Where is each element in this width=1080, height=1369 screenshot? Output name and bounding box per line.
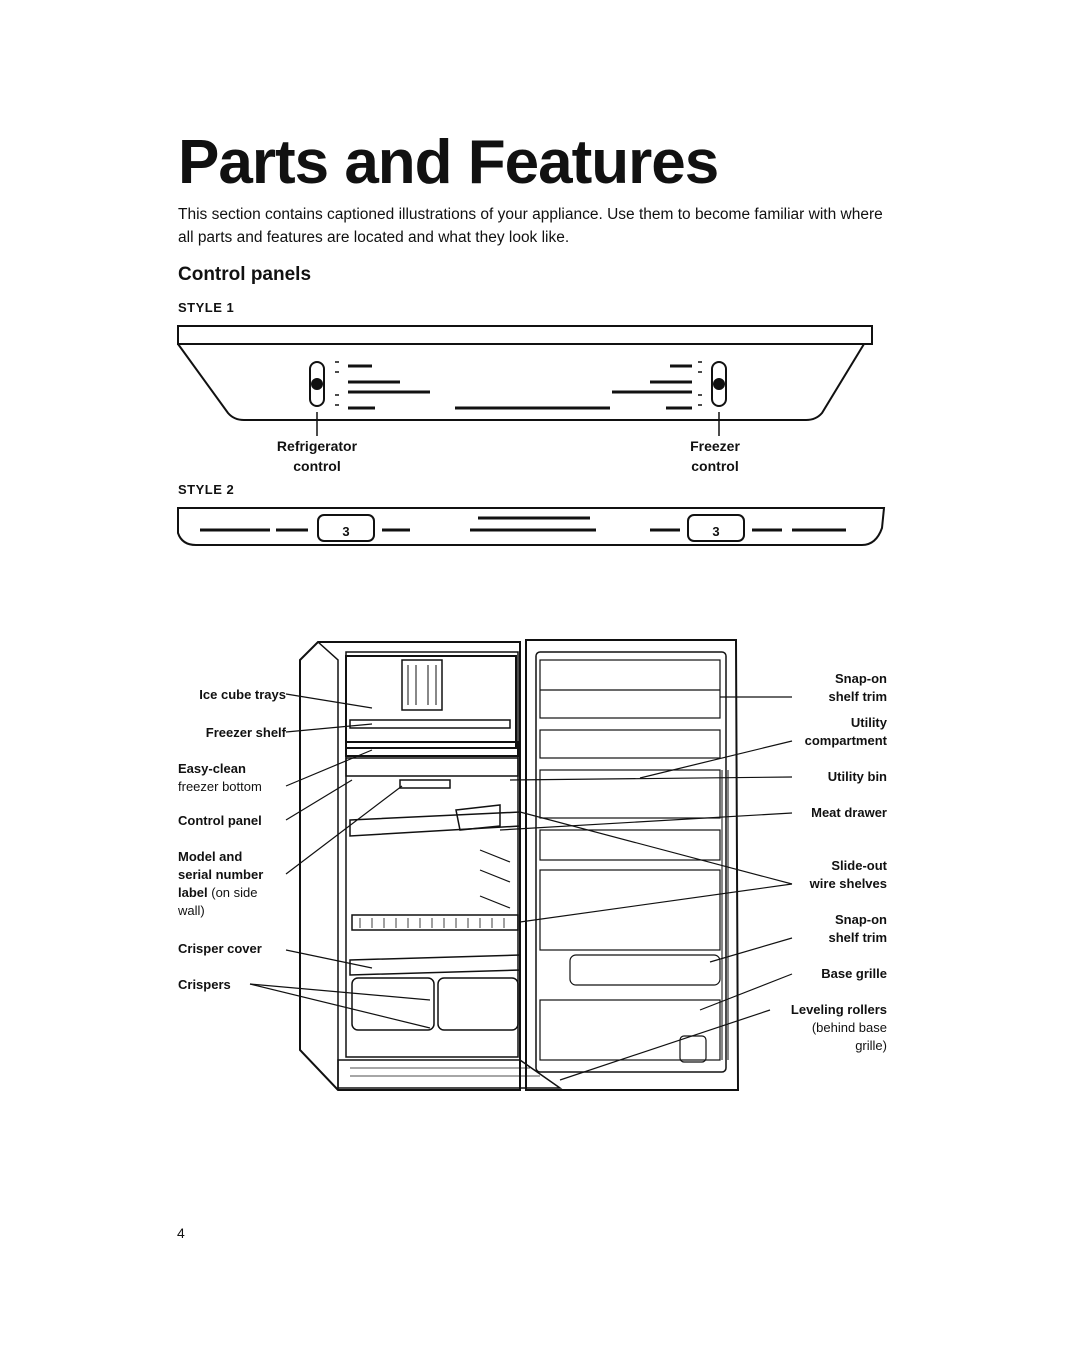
model-serial-callout: Model and serial number label (on side w… — [178, 849, 264, 918]
freezer-control-label: Freezer control — [690, 438, 740, 474]
style2-control-panel — [177, 507, 886, 546]
page-title: Parts and Features — [178, 128, 719, 197]
style2-freezer-dial-value: 3 — [712, 524, 719, 539]
control-panel-callout: Control panel — [178, 813, 262, 828]
page-number: 4 — [177, 1225, 185, 1241]
style1-label: STYLE 1 — [178, 300, 235, 315]
easy-clean-callout: Easy-clean freezer bottom — [178, 761, 262, 794]
style2-refrigerator-dial-value: 3 — [342, 524, 349, 539]
intro-paragraph: This section contains captioned illustra… — [178, 206, 883, 246]
refrigerator-control-label: Refrigerator control — [276, 438, 358, 474]
freezer-dial[interactable] — [711, 361, 727, 407]
callout-leaders-right — [499, 696, 793, 1081]
crisper-cover-callout: Crisper cover — [178, 941, 262, 956]
freezer-shelf-callout: Freezer shelf — [205, 725, 286, 740]
style1-control-panel — [177, 325, 873, 436]
meat-drawer-callout: Meat drawer — [811, 805, 887, 820]
refrigerator-dial[interactable] — [309, 361, 325, 407]
snap-on-trim-bottom-callout: Snap-on shelf trim — [828, 912, 887, 945]
callout-leaders-left — [249, 693, 431, 1029]
style2-label: STYLE 2 — [178, 482, 235, 497]
snap-on-trim-top-callout: Snap-on shelf trim — [828, 671, 887, 704]
base-grille-callout: Base grille — [821, 966, 887, 981]
slide-out-shelves-callout: Slide-out wire shelves — [809, 858, 887, 891]
crispers-callout: Crispers — [178, 977, 231, 992]
utility-compartment-callout: Utility compartment — [804, 715, 887, 748]
refrigerator-illustration — [299, 639, 740, 1091]
ice-cube-trays-callout: Ice cube trays — [199, 687, 286, 702]
utility-bin-callout: Utility bin — [827, 769, 887, 784]
leveling-rollers-callout: Leveling rollers (behind base grille) — [790, 1002, 887, 1053]
section-heading: Control panels — [178, 264, 312, 285]
